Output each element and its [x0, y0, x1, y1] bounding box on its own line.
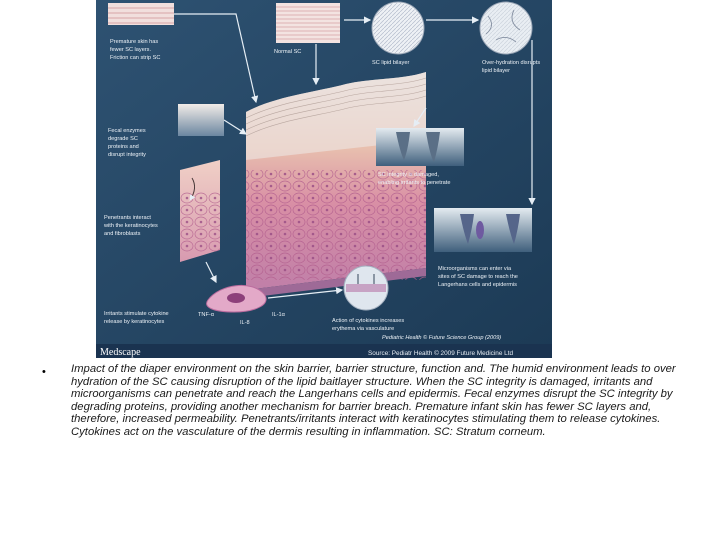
label-sc-lipid-bilayer: SC lipid bilayer	[372, 60, 409, 66]
label-irritants-line-2: release by keratinocytes	[104, 319, 165, 325]
label-cytokines-line-1: Action of cytokines increases	[332, 318, 404, 324]
label-normal-sc: Normal SC	[274, 49, 301, 55]
source-bar	[96, 344, 552, 358]
label-fecal-enzymes: Fecal enzymes degrade SC proteins and di…	[108, 128, 146, 158]
premature-sc-layers	[108, 3, 174, 25]
figure-caption: Impact of the diaper environment on the …	[71, 363, 676, 438]
label-fecal-line-3: proteins and	[108, 144, 139, 150]
keratinocyte-cell	[206, 284, 267, 313]
disrupted-bilayer-circle	[479, 1, 533, 55]
label-sc-damaged: SC integrity is damaged, enabling irrita…	[378, 172, 450, 186]
label-penetrants-line-2: with the keratinocytes	[103, 223, 158, 229]
label-premature: Premature skin has fewer SC layers. Fric…	[110, 39, 160, 61]
label-microorganisms: Microorganisms can enter via sites of SC…	[438, 266, 518, 288]
label-premature-line-2: fewer SC layers.	[110, 47, 151, 53]
label-premature-line-1: Premature skin has	[110, 39, 158, 45]
label-over-hydration: Over-hydration disrupts lipid bilayer	[482, 60, 540, 74]
label-micro-line-1: Microorganisms can enter via	[438, 266, 512, 272]
label-irritants: Irritants stimulate cytokine release by …	[104, 311, 169, 325]
label-penetrants-line-1: Penetrants interact	[104, 215, 151, 221]
label-fecal-line-2: degrade SC	[108, 136, 138, 142]
inner-copyright: Pediatric Health © Future Science Group …	[382, 334, 501, 341]
label-micro-line-2: sites of SC damage to reach the	[438, 274, 518, 280]
penetrant-strip	[180, 160, 220, 262]
lipid-bilayer-circle	[371, 1, 425, 55]
label-irritants-line-1: Irritants stimulate cytokine	[104, 311, 169, 317]
medscape-logo: Medscape	[100, 347, 141, 358]
label-cytokines-line-2: erythema via vasculature	[332, 326, 394, 332]
label-fecal-line-1: Fecal enzymes	[108, 128, 146, 134]
label-il8: IL-8	[240, 320, 250, 326]
label-sc-damaged-line-2: enabling irritants to penetrate	[378, 180, 450, 186]
normal-sc-layers	[276, 3, 340, 43]
label-over-hydration-line-2: lipid bilayer	[482, 68, 510, 74]
fecal-enzyme-strip	[178, 104, 224, 136]
label-fecal-line-4: disrupt integrity	[108, 152, 146, 158]
source-credit: Source: Pediatr Health © 2009 Future Med…	[368, 349, 513, 357]
label-penetrants-line-3: and fibroblasts	[104, 231, 141, 237]
label-cytokines-action: Action of cytokines increases erythema v…	[332, 318, 404, 332]
label-over-hydration-line-1: Over-hydration disrupts	[482, 60, 540, 66]
cytokine-circle	[343, 265, 389, 311]
label-premature-line-3: Friction can strip SC	[110, 55, 160, 61]
label-il1: IL-1α	[272, 312, 286, 318]
label-sc-damaged-line-1: SC integrity is damaged,	[378, 172, 439, 178]
flow-arrows	[174, 13, 536, 299]
central-skin-block	[245, 72, 427, 298]
sc-damage-panel	[376, 128, 464, 166]
microorganism-panel	[434, 208, 532, 252]
label-penetrants: Penetrants interact with the keratinocyt…	[103, 215, 158, 237]
label-tnf: TNF-α	[198, 312, 215, 318]
skin-barrier-figure: Premature skin has fewer SC layers. Fric…	[96, 0, 552, 358]
label-micro-line-3: Langerhans cells and epidermis	[438, 282, 517, 288]
caption-bullet: •	[42, 366, 46, 378]
